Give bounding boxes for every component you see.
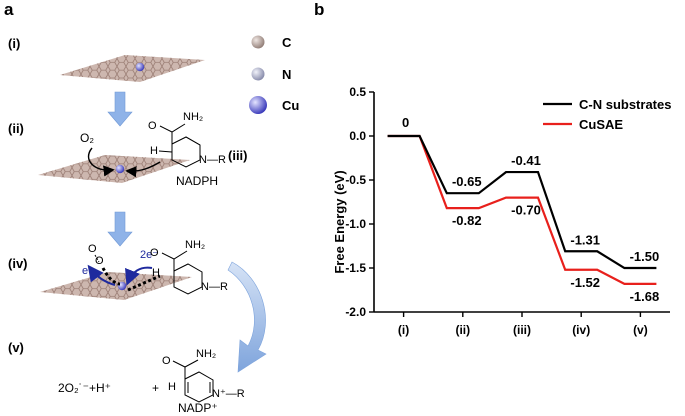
oxygen-atom-label: O [95, 255, 104, 267]
electron-transfer-arrow-icon [87, 264, 116, 286]
nadp-h-label: H [168, 381, 176, 393]
oxygen-label: O₂ [80, 131, 94, 145]
o2-bond-dotted-icon [101, 267, 121, 286]
graphene-sheet-i [60, 55, 205, 82]
x-tick-label: (iv) [572, 323, 590, 337]
step-label-iv: (iv) [8, 256, 28, 271]
panel-b: b Free Energy (eV) 0.5 0.0 -0.5 -1.0 -1.5 -2.… [314, 0, 671, 337]
hydride-bond-dotted-icon [127, 274, 161, 292]
panel-a-letter: a [4, 0, 14, 19]
nadph-h-label: H [150, 145, 158, 157]
data-label-cusae-4: -1.68 [630, 289, 660, 304]
nadph-o-label: O [148, 120, 157, 132]
nitrogen-atom-icon [251, 67, 265, 81]
y-tick-label: -1.0 [345, 217, 366, 231]
step-label-i: (i) [8, 36, 20, 51]
copper-site-icon [115, 164, 125, 174]
data-label-c-n-1: -0.65 [452, 174, 482, 189]
y-tick-label: -2.0 [345, 305, 366, 319]
legend-label-cu: Cu [282, 98, 299, 113]
data-label-cusae-2: -0.70 [511, 203, 541, 218]
series-line-cusae [387, 134, 657, 285]
copper-site-icon [135, 62, 145, 72]
legend-label-c: C [282, 35, 292, 50]
hydride-transfer-arrow-icon [125, 161, 161, 178]
nadp-label: NADP⁺ [178, 401, 218, 415]
legend-label-cusae: CuSAE [579, 117, 623, 132]
o2-adsorption-arrow-icon [87, 147, 115, 177]
nadp-nr-label: N⁺—R [212, 388, 245, 400]
copper-atom-icon [249, 96, 267, 114]
data-label-c-n-3: -1.31 [570, 232, 600, 247]
chart-legend: C-N substrates CuSAE [543, 97, 671, 132]
oxygen-atom-label: O [88, 243, 97, 255]
data-label-cusae-1: -0.82 [452, 213, 482, 228]
nadph-iv-nr-label: N—R [201, 281, 228, 293]
nadph-nh2-label: NH₂ [183, 111, 203, 123]
carbon-atom-icon [251, 35, 265, 49]
data-label-c-n-0: 0 [402, 115, 409, 130]
curved-arrow-icon [227, 261, 267, 373]
step-label-ii: (ii) [8, 121, 24, 136]
y-tick-label: -0.5 [345, 173, 366, 187]
nadph-iv-nh2-label: NH₂ [185, 239, 205, 251]
nadph-iv-h-label: H [152, 267, 160, 279]
data-label-c-n-2: -0.41 [511, 153, 541, 168]
down-arrow-icon [107, 91, 133, 127]
panel-b-letter: b [314, 0, 324, 19]
energy-profile-chart: 0.5 0.0 -0.5 -1.0 -1.5 -2.0 (i) (ii) (iii) (iv) (v… [345, 85, 670, 337]
down-arrow-icon [107, 211, 133, 247]
data-label-cusae-3: -1.52 [570, 275, 600, 290]
graphene-sheet-iv [40, 272, 192, 300]
step-label-v: (v) [8, 340, 24, 355]
y-tick-label: 0.0 [349, 129, 366, 143]
x-tick-label: (ii) [455, 323, 470, 337]
panel-a: a (i) (ii) (iii) (iv) (v) C N Cu [4, 0, 299, 415]
y-axis-title: Free Energy (eV) [332, 170, 347, 273]
superoxide-products-label: 2O₂˙⁻+H⁺ [58, 381, 111, 395]
nadph-iv-o-label: O [150, 247, 159, 259]
nadph-nr-label: N—R [199, 154, 226, 166]
two-electron-label: 2e⁻ [140, 249, 158, 261]
two-electron-arrow-icon [125, 266, 153, 286]
series-line-c-n-substrates [387, 134, 657, 270]
x-tick-label: (v) [633, 323, 648, 337]
y-tick-label: -1.5 [345, 261, 366, 275]
legend-label-n: N [282, 67, 291, 82]
legend-label-c-n-substrates: C-N substrates [579, 97, 671, 112]
x-tick-label: (iii) [513, 323, 531, 337]
y-tick-label: 0.5 [349, 85, 366, 99]
atom-legend: C N Cu [249, 35, 299, 114]
nadph-molecule: NH₂ O H N—R NADPH [148, 111, 226, 188]
plus-sign-label: + [152, 381, 159, 395]
step-label-iii: (iii) [228, 148, 248, 163]
nadph-label: NADPH [176, 174, 218, 188]
nadp-nh2-label: NH₂ [196, 348, 216, 360]
products-row: 2O₂˙⁻+H⁺ + NH₂ O H N⁺—R NADP⁺ [58, 348, 245, 415]
x-tick-label: (i) [398, 323, 409, 337]
data-label-c-n-4: -1.50 [630, 249, 660, 264]
graphene-sheet-ii [38, 155, 190, 183]
nadph-molecule-iv: NH₂ O H N—R [150, 239, 228, 295]
nadp-o-label: O [162, 355, 171, 367]
